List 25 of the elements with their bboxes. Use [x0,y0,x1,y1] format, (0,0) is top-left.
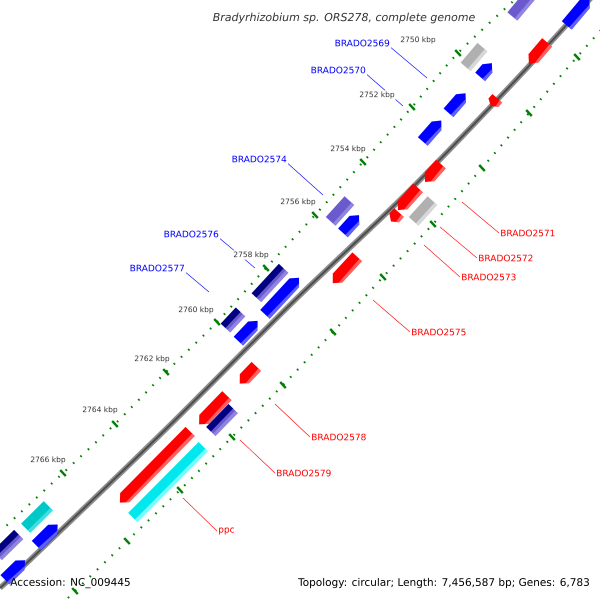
info-text: Accession: NC_009445 [10,578,130,588]
leader-line [240,440,276,474]
leader-line [372,300,410,332]
gene-label: BRADO2569 [336,40,390,46]
gene-label: BRADO2572 [479,254,532,262]
gene-label: BRADO2575 [412,328,466,336]
leader-line [440,226,478,258]
title: Bradyrhizobium sp. ORS278, complete genome [213,12,475,24]
leader-line [288,163,324,196]
gene-label: BRADO2571 [501,230,554,236]
leader-line [186,272,210,292]
gene-label: BRADO2570 [312,66,366,74]
gene-label: ppc [219,528,234,534]
leader-line [182,498,218,532]
leader-line [390,47,428,78]
gene-label: BRADO2579 [277,470,331,476]
info-text: Topology: circular; Length: 7,456,587 bp; Genes: 6,783 [298,578,589,588]
leader-line [462,202,500,234]
gene-label: BRADO2573 [462,274,516,280]
gene-label: BRADO2574 [232,156,286,162]
leader-line [424,244,460,278]
leader-line [274,404,310,438]
gene-label: BRADO2577 [130,264,184,272]
gene-label: BRADO2578 [312,434,366,440]
gene-label: BRADO2576 [164,230,218,238]
